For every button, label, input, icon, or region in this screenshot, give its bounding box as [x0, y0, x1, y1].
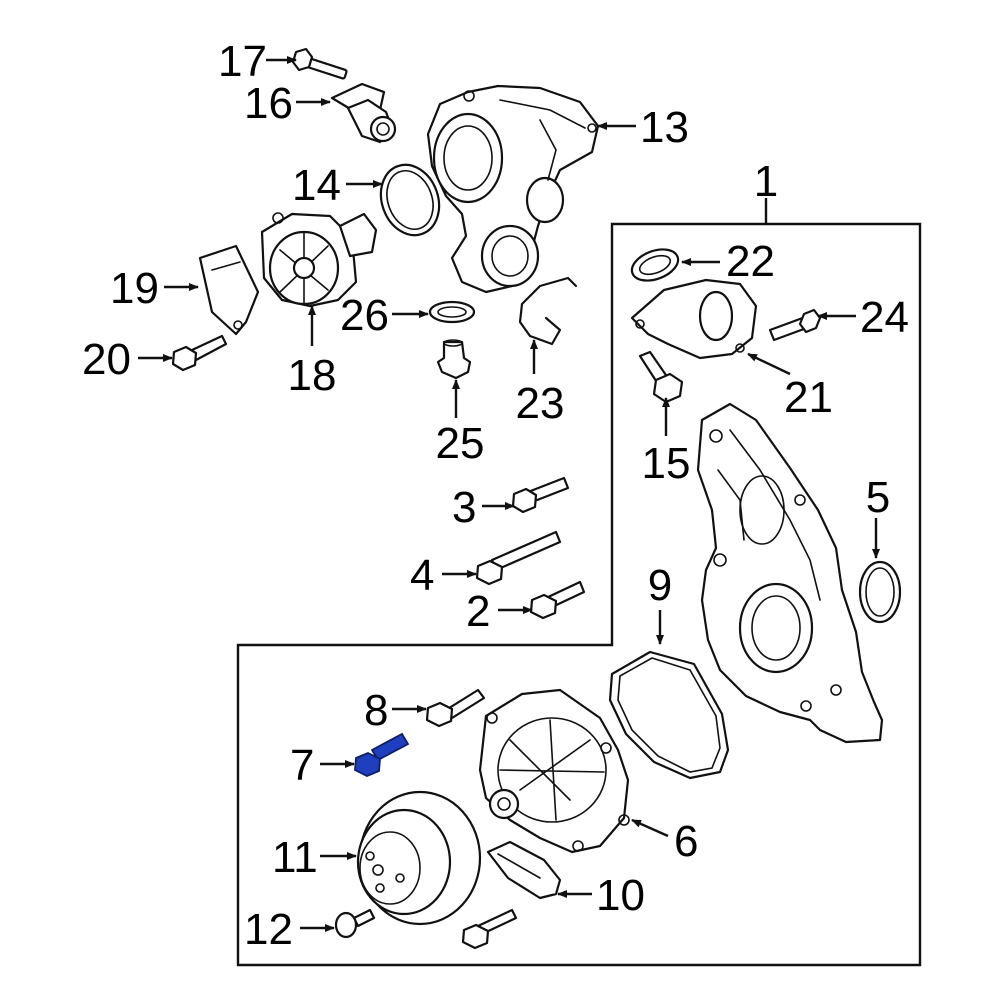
callout-4: 4 [410, 551, 434, 600]
part-17-bolt[interactable] [291, 47, 348, 80]
leader-lines [138, 56, 880, 932]
callout-9: 9 [648, 561, 672, 610]
part-2-bolt[interactable] [529, 580, 586, 620]
part-6-water-pump[interactable] [478, 688, 630, 854]
callout-11: 11 [272, 833, 318, 882]
part-20-bolt[interactable] [171, 334, 228, 372]
assembly-frame [236, 198, 922, 967]
callout-22: 22 [726, 237, 775, 286]
callout-14: 14 [292, 161, 341, 210]
callout-7: 7 [290, 741, 314, 790]
callout-13: 13 [640, 103, 689, 152]
part-3-bolt[interactable] [511, 476, 570, 514]
callout-15: 15 [642, 439, 691, 488]
callout-18: 18 [288, 351, 337, 400]
callout-20: 20 [82, 335, 131, 384]
callout-1: 1 [754, 157, 778, 206]
callout-23: 23 [516, 379, 565, 428]
part-11-pulley[interactable] [356, 790, 482, 926]
callout-25: 25 [436, 419, 485, 468]
part-9-gasket[interactable] [608, 650, 730, 780]
callout-labels: 1 17 16 13 14 19 18 20 26 25 23 22 21 24… [82, 37, 909, 954]
callout-3: 3 [452, 483, 476, 532]
part-25-plug[interactable] [436, 339, 472, 380]
part-18-thermostat[interactable] [260, 212, 378, 308]
part-22-o-ring[interactable] [628, 244, 683, 287]
part-23-hose-clip[interactable] [518, 276, 578, 346]
callout-8: 8 [364, 686, 388, 735]
callout-10: 10 [596, 871, 645, 920]
callout-24: 24 [860, 293, 909, 342]
part-12-bolt[interactable] [334, 908, 376, 939]
part-10-gasket[interactable] [486, 840, 562, 900]
callout-6: 6 [674, 817, 698, 866]
part-15-bolt[interactable] [638, 350, 684, 404]
part-4-bolt[interactable] [475, 530, 562, 586]
callout-16: 16 [244, 79, 293, 128]
part-14-o-ring[interactable] [371, 157, 448, 244]
part-5-o-ring[interactable] [858, 560, 902, 624]
callout-21: 21 [784, 373, 833, 422]
part-21-cover[interactable] [630, 278, 758, 360]
callout-5: 5 [866, 473, 890, 522]
part-16-sensor[interactable] [330, 82, 397, 144]
callout-12: 12 [244, 905, 293, 954]
part-24-bolt[interactable] [768, 308, 822, 342]
part-7-bolt-highlighted[interactable] [354, 732, 410, 777]
part-26-gasket[interactable] [428, 300, 476, 324]
callout-17: 17 [218, 37, 267, 86]
part-19-bracket[interactable] [198, 244, 260, 336]
part-10-bolt[interactable] [461, 908, 518, 950]
callout-2: 2 [466, 587, 490, 636]
callout-26: 26 [340, 291, 389, 340]
callout-19: 19 [110, 264, 159, 313]
part-1-front-housing[interactable] [696, 402, 884, 744]
part-8-bolt[interactable] [425, 688, 486, 728]
part-13-thermostat-housing[interactable] [426, 84, 600, 294]
